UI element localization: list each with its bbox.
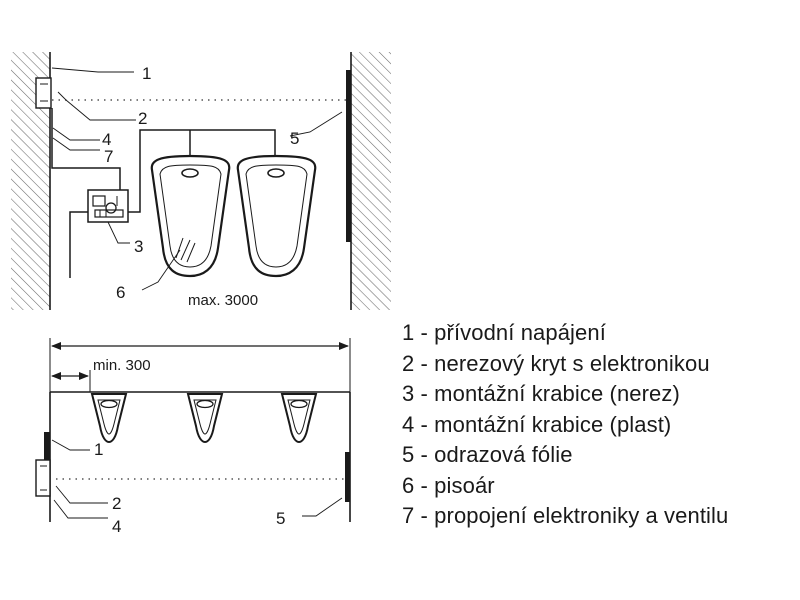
elevation-view: 1 2 3 4 5 6 7 max. 3000 (11, 52, 391, 310)
mounting-box-plan (35, 459, 51, 497)
callout-top-2: 2 (138, 109, 147, 128)
callout-bottom-1: 1 (94, 440, 103, 459)
legend-item-6: 6 - pisoár (402, 472, 495, 498)
max-height-label: max. 3000 (188, 292, 258, 309)
legend: 1 - přívodní napájení 2 - nerezový kryt … (402, 318, 728, 532)
legend-item-5: 5 - odrazová fólie (402, 442, 573, 467)
callout-bottom-2: 2 (112, 494, 121, 513)
reflective-foil-plan (345, 452, 350, 502)
legend-item-3: 3 - montážní krabice (nerez) (402, 381, 680, 406)
callout-top-3: 3 (134, 237, 143, 256)
urinal-plan-3 (280, 393, 318, 444)
callout-bottom-5: 5 (276, 509, 285, 528)
callout-top-6: 6 (116, 283, 125, 302)
legend-item-7: 7 - propojení elektroniky a ventilu (402, 503, 729, 528)
urinal-front-2 (236, 154, 317, 278)
right-wall (351, 52, 391, 310)
callout-top-7: 7 (104, 147, 113, 166)
legend-item-4: 4 - montážní krabice (plast) (402, 411, 672, 437)
urinal-plan-1 (90, 393, 128, 444)
legend-item-1: 1 - přívodní napájení (402, 320, 606, 345)
plan-view: min. 300 (35, 338, 351, 536)
callout-leaders-top (51, 67, 343, 291)
callout-leaders-bottom (51, 439, 343, 519)
callout-bottom-4: 4 (112, 517, 121, 536)
urinal-plan-2 (186, 393, 224, 444)
reflective-foil (346, 70, 351, 242)
urinal-front-1 (150, 154, 231, 278)
mounting-box-stainless (87, 189, 129, 223)
callout-top-4: 4 (102, 130, 111, 149)
callout-top-1: 1 (142, 64, 151, 83)
min-distance-label: min. 300 (93, 357, 151, 374)
legend-item-2: 2 - nerezový kryt s elektronikou (402, 350, 710, 376)
callout-top-5: 5 (290, 129, 299, 148)
power-supply-box (35, 77, 52, 109)
